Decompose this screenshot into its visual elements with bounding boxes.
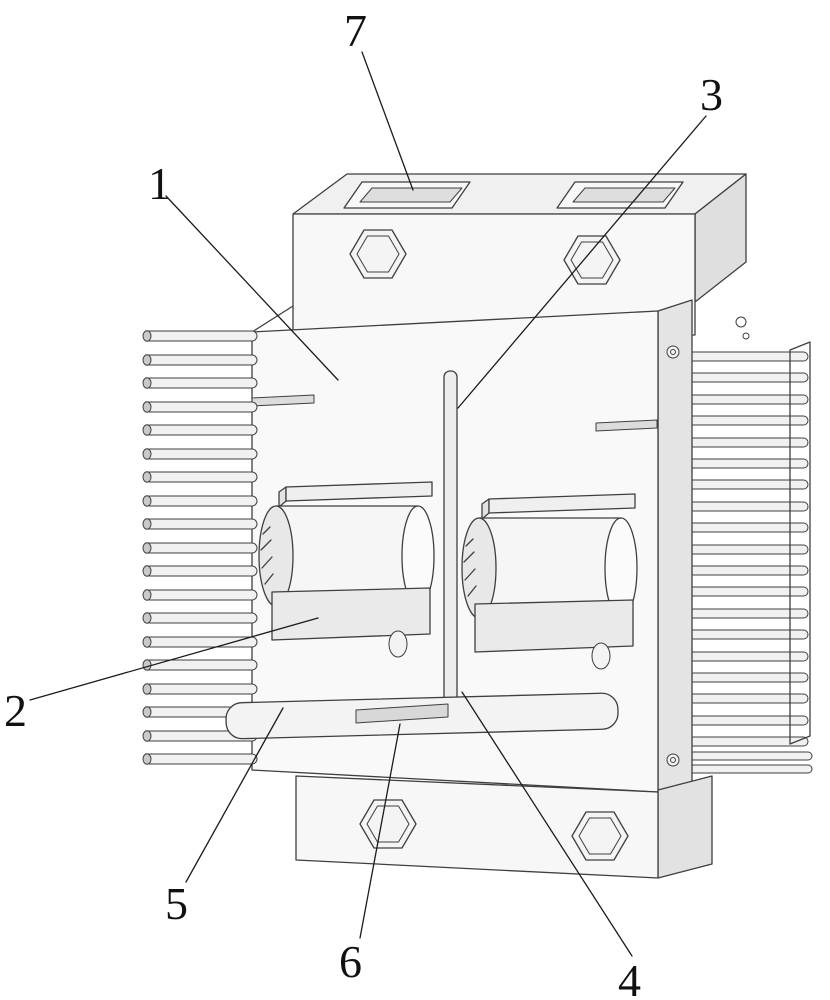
ref-numeral-4: 4: [618, 955, 641, 1000]
latch-tab: [355, 703, 449, 724]
corner-screw-icon: [666, 345, 680, 359]
right-fin-end-plate: [789, 341, 811, 745]
ref-numeral-7: 7: [344, 5, 367, 56]
coil-right: [461, 493, 638, 670]
reference-numerals: 1 2 3 4 5 6 7: [4, 5, 723, 1000]
lower-pin: [687, 764, 813, 774]
coil-left: [258, 481, 435, 658]
ref-numeral-2: 2: [4, 685, 27, 736]
leader-lines: [29, 51, 707, 957]
ref-numeral-6: 6: [339, 936, 362, 987]
leader-1: [165, 195, 339, 381]
leader-3: [457, 115, 707, 409]
screw-hole-icon: [735, 316, 747, 328]
ref-numeral-3: 3: [700, 69, 723, 120]
leader-4: [461, 691, 633, 957]
face-groove-right: [595, 419, 658, 432]
center-divider-rib: [443, 370, 458, 710]
bottom-mounting-block: [295, 775, 713, 879]
left-fin-array: [142, 330, 258, 765]
right-fin-array: [687, 341, 813, 774]
lower-pin: [687, 751, 813, 761]
leader-5: [185, 707, 284, 883]
corner-screw-icon: [666, 753, 680, 767]
ref-numeral-1: 1: [148, 158, 171, 209]
screw-hole-icon: [742, 332, 750, 340]
bottom-slide-bar: [225, 692, 619, 740]
top-mounting-block: [292, 173, 750, 340]
top-slot-left: [343, 181, 471, 209]
leader-6: [359, 723, 401, 939]
main-housing: [251, 299, 693, 793]
ref-numeral-5: 5: [165, 878, 188, 929]
leader-7: [361, 51, 414, 191]
leader-2: [29, 617, 319, 701]
top-slot-right: [556, 181, 684, 209]
